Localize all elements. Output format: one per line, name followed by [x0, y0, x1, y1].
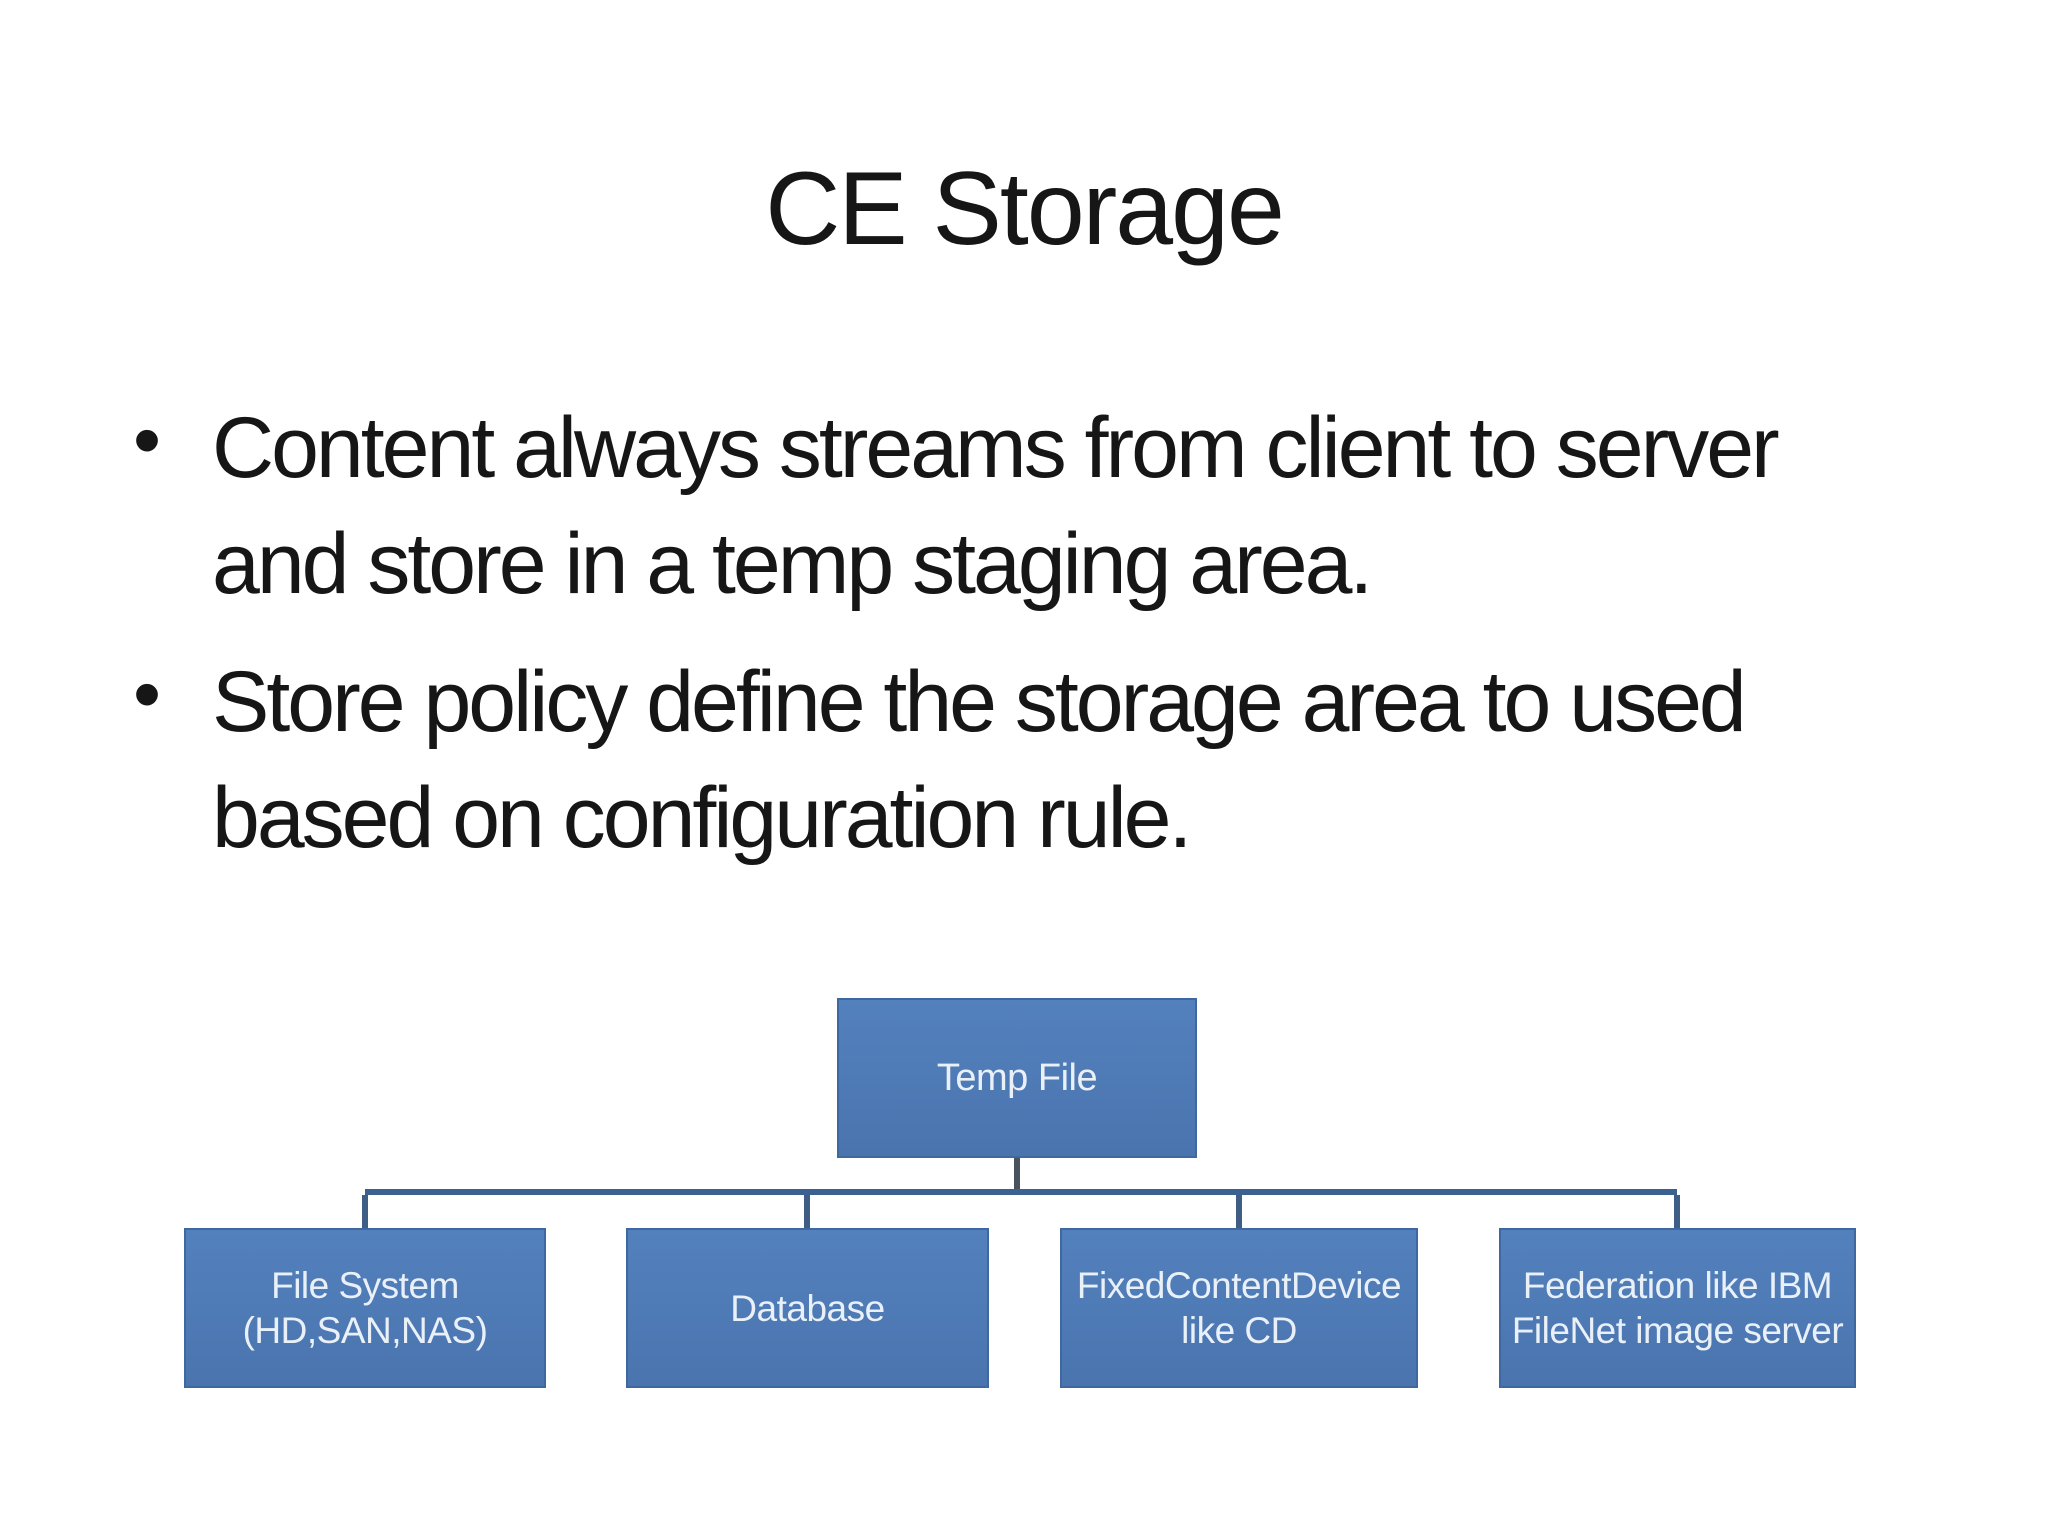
diagram-box-database: Database [626, 1228, 989, 1388]
diagram-box-federation: Federation like IBM FileNet image server [1499, 1228, 1856, 1388]
diagram-box-label: Federation like IBM [1522, 1265, 1833, 1306]
diagram-box-label: Temp File [936, 1056, 1098, 1099]
diagram-box-label: like CD [1181, 1310, 1297, 1351]
diagram-box-file-system: File System (HD,SAN,NAS) [184, 1228, 546, 1388]
bullet-list: Content always streams from client to se… [133, 382, 1933, 898]
connector-stub [804, 1195, 810, 1228]
diagram-box-label: FileNet image server [1511, 1310, 1844, 1351]
diagram-box-label: Database [730, 1287, 885, 1329]
diagram-box-label: FixedContentDevice [1076, 1265, 1402, 1306]
bullet-item: Store policy define the storage area to … [133, 636, 1933, 876]
connector-horizontal-line [365, 1189, 1677, 1195]
bullet-text-line: based on configuration rule. [212, 770, 1192, 866]
bullet-text-line: Content always streams from client to se… [212, 400, 1780, 496]
diagram-box-temp-file: Temp File [837, 998, 1197, 1158]
connector-stub [1674, 1195, 1680, 1228]
bullet-text-line: Store policy define the storage area to … [212, 654, 1747, 750]
connector-stub [1236, 1195, 1242, 1228]
bullet-text-line: and store in a temp staging area. [212, 516, 1373, 612]
connector-root-stub [1014, 1158, 1020, 1189]
bullet-item: Content always streams from client to se… [133, 382, 1933, 622]
diagram-box-label: (HD,SAN,NAS) [242, 1310, 488, 1351]
diagram-box-label: File System [271, 1265, 459, 1306]
slide-title: CE Storage [765, 151, 1285, 267]
connector-stub [362, 1195, 368, 1228]
diagram-box-fixed-content-device: FixedContentDevice like CD [1060, 1228, 1418, 1388]
